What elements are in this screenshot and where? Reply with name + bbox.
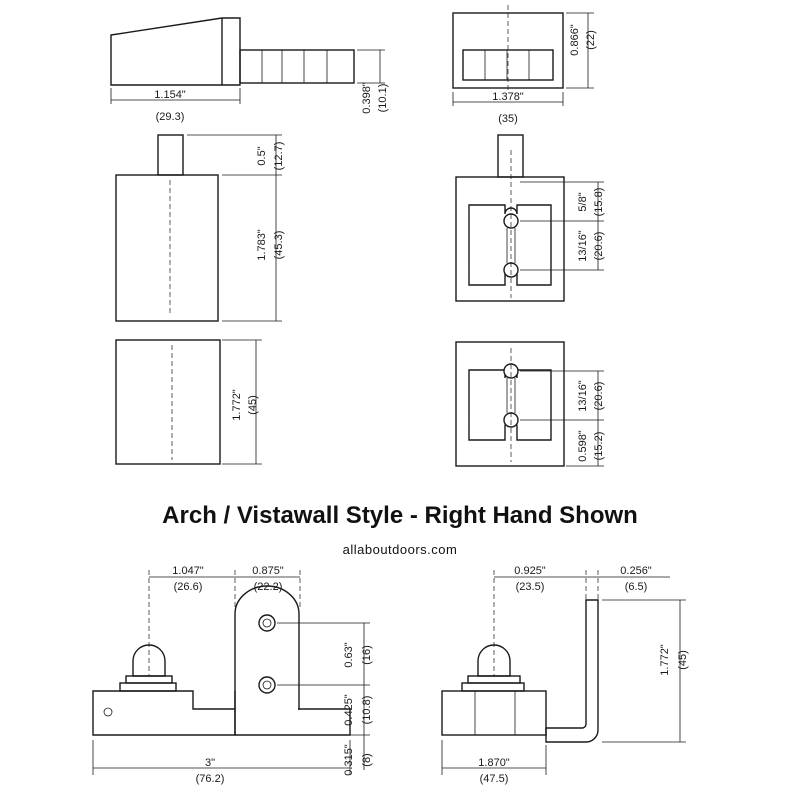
dim-br-len-mm: (47.5) bbox=[480, 773, 509, 785]
dim-low-slot-upper-in: 13/16" bbox=[577, 380, 589, 412]
dim-br-arm-in: 0.256" bbox=[620, 565, 652, 577]
dim-bl-len-in: 3" bbox=[205, 757, 215, 769]
dim-top-side-width-mm: (29.3) bbox=[156, 111, 185, 123]
dim-bl-base-h-mm: (8) bbox=[361, 753, 373, 766]
dim-low-body-mm: (45) bbox=[247, 395, 259, 415]
dim-mid-slot-upper-mm: (15.8) bbox=[593, 188, 605, 217]
dim-bl-plate-w-in: 0.875" bbox=[252, 565, 284, 577]
lower-right-rear-view: 13/16" (20.6) 0.598" (15.2) bbox=[455, 341, 605, 467]
dim-mid-body-in: 1.783" bbox=[256, 229, 268, 261]
dim-bl-offset-in: 1.047" bbox=[172, 565, 204, 577]
dim-mid-pin-in: 0.5" bbox=[256, 146, 268, 165]
dim-mid-slot-lower-in: 13/16" bbox=[577, 230, 589, 262]
dim-bl-step-mm: (10.8) bbox=[361, 696, 373, 725]
dim-top-end-width-in: 1.378" bbox=[492, 91, 524, 103]
bottom-right-assembly-view: 0.925" (23.5) 0.256" (6.5) 1.772" (45) 1… bbox=[441, 565, 689, 785]
top-right-end-view: 1.378" (35) 0.866" (22) bbox=[452, 5, 597, 125]
dim-br-arm-mm: (6.5) bbox=[625, 581, 648, 593]
middle-left-front-view: 0.5" (12.7) 1.783" (45.3) bbox=[115, 134, 285, 322]
dim-top-end-width-mm: (35) bbox=[498, 113, 518, 125]
dim-br-height-mm: (45) bbox=[677, 650, 689, 670]
dim-low-slot-upper-mm: (20.6) bbox=[593, 382, 605, 411]
dim-br-len-in: 1.870" bbox=[478, 757, 510, 769]
dim-top-side-width-in: 1.154" bbox=[154, 89, 186, 101]
dim-bl-len-mm: (76.2) bbox=[196, 773, 225, 785]
bottom-left-assembly-view: 1.047" (26.6) 0.875" (22.2) 0.63" (16) 0… bbox=[92, 565, 373, 785]
dim-br-offset-in: 0.925" bbox=[514, 565, 546, 577]
top-left-side-view: 1.154" (29.3) 0.398" (10.1) bbox=[110, 17, 389, 123]
dim-low-slot-lower-mm: (15.2) bbox=[593, 432, 605, 461]
dim-bl-holes-mm: (16) bbox=[361, 645, 373, 665]
dim-top-side-pin-in: 0.398" bbox=[361, 82, 373, 114]
dim-top-side-pin-mm: (10.1) bbox=[377, 84, 389, 113]
dim-top-end-height-in: 0.866" bbox=[569, 24, 581, 56]
dim-mid-slot-upper-in: 5/8" bbox=[577, 192, 589, 211]
dim-bl-plate-w-mm: (22.2) bbox=[254, 581, 283, 593]
dim-bl-offset-mm: (26.6) bbox=[174, 581, 203, 593]
source-url: allaboutdoors.com bbox=[342, 542, 458, 557]
dim-mid-slot-lower-mm: (20.6) bbox=[593, 232, 605, 261]
dim-br-offset-mm: (23.5) bbox=[516, 581, 545, 593]
dim-bl-step-in: 0.425" bbox=[343, 694, 355, 726]
dim-top-end-height-mm: (22) bbox=[585, 30, 597, 50]
page-title: Arch / Vistawall Style - Right Hand Show… bbox=[162, 502, 638, 529]
dim-br-height-in: 1.772" bbox=[659, 644, 671, 676]
dim-mid-body-mm: (45.3) bbox=[273, 231, 285, 260]
dim-bl-holes-in: 0.63" bbox=[343, 642, 355, 667]
dim-low-slot-lower-in: 0.598" bbox=[577, 430, 589, 462]
middle-right-rear-view: 5/8" (15.8) 13/16" (20.6) bbox=[455, 134, 605, 302]
dim-bl-base-h-in: 0.315" bbox=[343, 744, 355, 776]
dim-mid-pin-mm: (12.7) bbox=[273, 142, 285, 171]
dim-low-body-in: 1.772" bbox=[231, 389, 243, 421]
lower-left-block-view: 1.772" (45) bbox=[115, 339, 262, 465]
